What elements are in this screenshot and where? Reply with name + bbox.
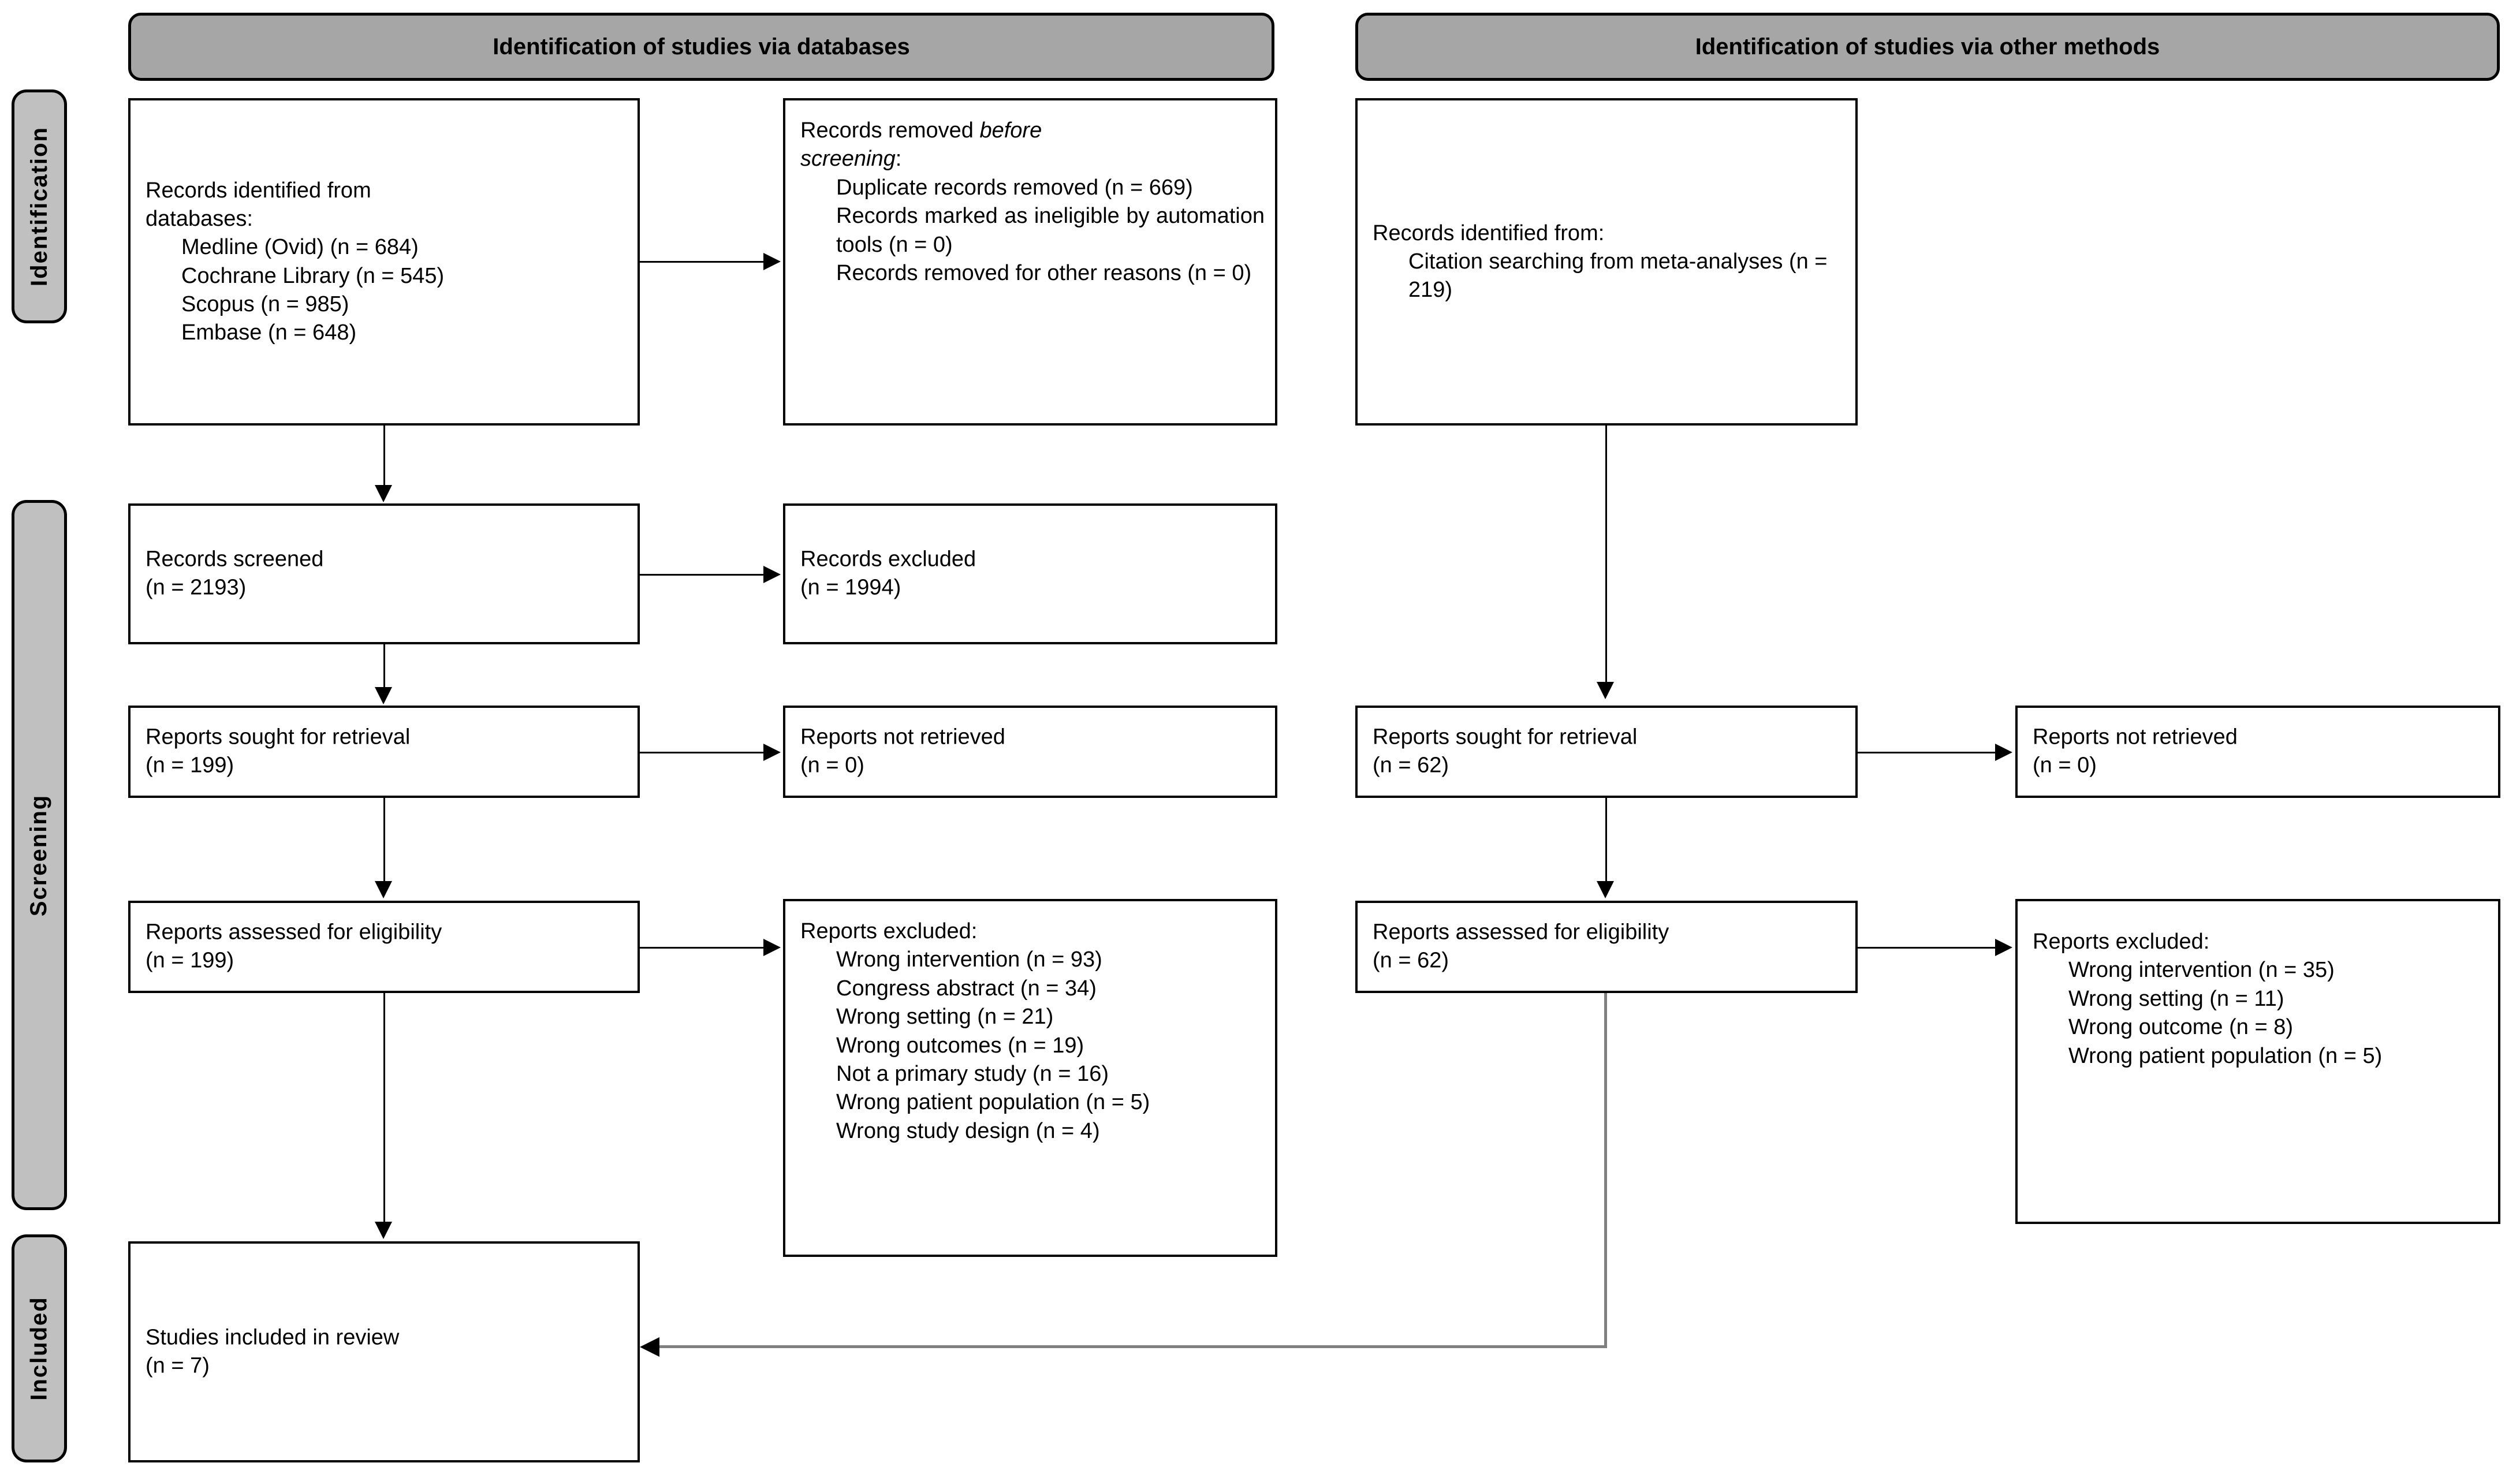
box-reports-not-retrieved-left: Reports not retrieved (n = 0) xyxy=(783,706,1277,798)
records-identified-other-title: Records identified from: xyxy=(1373,221,1605,245)
records-removed-item: Records removed for other reasons (n = 0… xyxy=(836,260,1252,285)
connector-assessed-right-to-included-horizontal xyxy=(658,1345,1607,1348)
reports-excluded-right-item: Wrong outcome (n = 8) xyxy=(2068,1015,2293,1040)
records-removed-item: Duplicate records removed (n = 669) xyxy=(836,175,1193,200)
box-reports-assessed-left: Reports assessed for eligibility (n = 19… xyxy=(128,901,640,993)
reports-assessed-right-title: Reports assessed for eligibility xyxy=(1373,920,1669,945)
reports-excluded-left-item: Wrong intervention (n = 93) xyxy=(836,947,1102,972)
arrowhead-identified-other-to-sought-right xyxy=(1597,682,1614,699)
box-records-removed-before-screening: Records removed before screening: Duplic… xyxy=(783,98,1277,426)
records-identified-databases-item: Embase (n = 648) xyxy=(181,320,357,345)
records-identified-databases-title: Records identified from xyxy=(146,178,371,203)
stage-label-included: Included xyxy=(26,1296,52,1401)
reports-assessed-left-title: Reports assessed for eligibility xyxy=(146,920,442,945)
box-records-screened: Records screened (n = 2193) xyxy=(128,503,640,644)
reports-excluded-left-item: Congress abstract (n = 34) xyxy=(836,976,1097,1001)
connector-sought-to-assessed-right xyxy=(1605,798,1607,882)
reports-sought-right-count: (n = 62) xyxy=(1373,753,1449,778)
records-removed-subtitle: screening: xyxy=(800,145,1265,173)
reports-excluded-right-title: Reports excluded: xyxy=(2033,930,2210,954)
connector-assessed-to-excluded-right xyxy=(1858,947,1996,949)
connector-assessed-right-to-included-vertical xyxy=(1604,993,1607,1348)
records-screened-title: Records screened xyxy=(146,547,324,572)
arrowhead-assessed-to-excluded-left xyxy=(763,939,781,956)
stage-label-identification: Identification xyxy=(26,126,52,286)
reports-excluded-left-item: Wrong outcomes (n = 19) xyxy=(836,1033,1084,1058)
records-identified-databases-subtitle: databases: xyxy=(146,206,253,231)
connector-identified-other-to-sought-right xyxy=(1605,426,1607,683)
connector-screened-to-sought xyxy=(383,644,385,688)
box-studies-included: Studies included in review (n = 7) xyxy=(128,1241,640,1462)
reports-excluded-left-item: Wrong setting (n = 21) xyxy=(836,1005,1054,1029)
stage-pill-screening: Screening xyxy=(12,500,67,1210)
connector-sought-to-not-retrieved-right xyxy=(1858,752,1996,753)
column-header-other-methods-label: Identification of studies via other meth… xyxy=(1695,33,2160,59)
records-removed-subtitle-italic: screening xyxy=(800,147,896,171)
connector-sought-to-assessed-left xyxy=(383,798,385,882)
box-reports-excluded-left: Reports excluded: Wrong intervention (n … xyxy=(783,899,1277,1257)
connector-sought-to-not-retrieved-left xyxy=(640,752,765,753)
reports-excluded-right-item: Wrong patient population (n = 5) xyxy=(2068,1043,2383,1068)
arrowhead-screened-to-sought xyxy=(375,687,392,704)
reports-excluded-left-item: Wrong study design (n = 4) xyxy=(836,1118,1100,1143)
reports-excluded-right-item: Wrong setting (n = 11) xyxy=(2068,986,2284,1011)
records-identified-other-item: Citation searching from meta-analyses (n… xyxy=(1408,249,1834,303)
box-reports-excluded-right: Reports excluded: Wrong intervention (n … xyxy=(2015,899,2500,1224)
box-reports-sought-right: Reports sought for retrieval (n = 62) xyxy=(1355,706,1858,798)
reports-sought-left-count: (n = 199) xyxy=(146,753,234,778)
records-identified-databases-item: Cochrane Library (n = 545) xyxy=(181,263,445,288)
stage-pill-included: Included xyxy=(12,1234,67,1462)
reports-excluded-right-item: Wrong intervention (n = 35) xyxy=(2068,958,2335,983)
reports-not-retrieved-right-count: (n = 0) xyxy=(2033,753,2097,778)
records-screened-count: (n = 2193) xyxy=(146,576,247,600)
reports-sought-left-title: Reports sought for retrieval xyxy=(146,725,411,749)
arrowhead-sought-to-assessed-left xyxy=(375,881,392,898)
records-excluded-count: (n = 1994) xyxy=(800,576,901,600)
box-records-identified-databases: Records identified from databases: Medli… xyxy=(128,98,640,426)
box-reports-sought-left: Reports sought for retrieval (n = 199) xyxy=(128,706,640,798)
records-removed-title-italic: before xyxy=(979,118,1042,143)
arrowhead-sought-to-not-retrieved-right xyxy=(1995,744,2012,761)
box-reports-not-retrieved-right: Reports not retrieved (n = 0) xyxy=(2015,706,2500,798)
reports-not-retrieved-right-title: Reports not retrieved xyxy=(2033,725,2238,749)
arrowhead-assessed-to-included xyxy=(375,1222,392,1239)
connector-screened-to-excluded xyxy=(640,574,765,576)
arrowhead-sought-to-assessed-right xyxy=(1597,881,1614,898)
arrowhead-identified-to-removed xyxy=(763,253,781,270)
connector-assessed-to-included xyxy=(383,993,385,1223)
arrowhead-identified-to-screened xyxy=(375,485,392,502)
reports-not-retrieved-left-count: (n = 0) xyxy=(800,753,864,778)
column-header-databases-label: Identification of studies via databases xyxy=(493,33,910,59)
records-removed-title: Records removed before xyxy=(800,117,1265,145)
arrowhead-sought-to-not-retrieved-left xyxy=(763,744,781,761)
records-removed-subtitle-colon: : xyxy=(895,147,902,171)
records-removed-item: Records marked as ineligible by automati… xyxy=(836,204,1271,257)
stage-pill-identification: Identification xyxy=(12,89,67,323)
connector-identified-to-screened xyxy=(383,426,385,486)
arrowhead-screened-to-excluded xyxy=(763,566,781,583)
studies-included-count: (n = 7) xyxy=(146,1353,210,1378)
reports-assessed-right-count: (n = 62) xyxy=(1373,949,1449,973)
arrowhead-assessed-to-excluded-right xyxy=(1995,939,2012,956)
connector-assessed-to-excluded-left xyxy=(640,947,765,949)
records-excluded-title: Records excluded xyxy=(800,547,976,572)
records-identified-databases-item: Scopus (n = 985) xyxy=(181,292,349,316)
connector-identified-to-removed xyxy=(640,261,765,263)
reports-excluded-left-title: Reports excluded: xyxy=(800,919,978,943)
reports-excluded-left-item: Wrong patient population (n = 5) xyxy=(836,1090,1150,1115)
box-records-identified-other-methods: Records identified from: Citation search… xyxy=(1355,98,1858,426)
studies-included-title: Studies included in review xyxy=(146,1325,400,1350)
column-header-databases: Identification of studies via databases xyxy=(128,13,1274,81)
reports-sought-right-title: Reports sought for retrieval xyxy=(1373,725,1638,749)
records-removed-title-plain: Records removed xyxy=(800,118,980,143)
reports-assessed-left-count: (n = 199) xyxy=(146,949,234,973)
reports-excluded-left-item: Not a primary study (n = 16) xyxy=(836,1061,1109,1086)
records-identified-databases-item: Medline (Ovid) (n = 684) xyxy=(181,235,419,260)
reports-not-retrieved-left-title: Reports not retrieved xyxy=(800,725,1005,749)
column-header-other-methods: Identification of studies via other meth… xyxy=(1355,13,2500,81)
box-reports-assessed-right: Reports assessed for eligibility (n = 62… xyxy=(1355,901,1858,993)
stage-label-screening: Screening xyxy=(26,794,52,916)
arrowhead-assessed-right-to-included xyxy=(640,1337,659,1357)
box-records-excluded: Records excluded (n = 1994) xyxy=(783,503,1277,644)
